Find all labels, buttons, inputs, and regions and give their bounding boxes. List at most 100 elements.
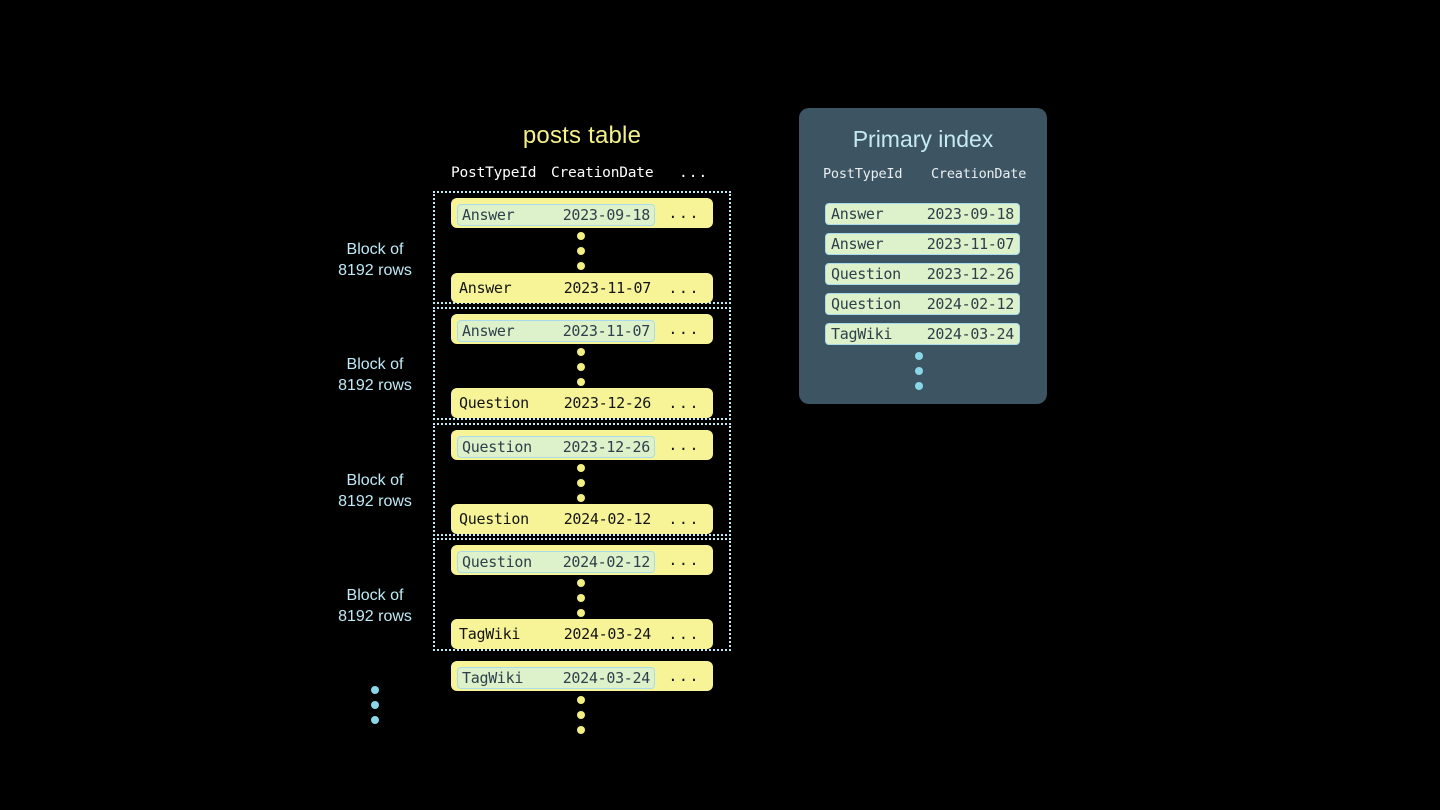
block-1-label-line1: Block of — [346, 241, 404, 258]
index-entry-3-creationdate: 2023-12-26 — [926, 265, 1015, 283]
posts-block-2-ellipsis — [577, 348, 587, 393]
posts-row-8-cells: TagWiki 2024-03-24 — [451, 619, 659, 649]
posts-row-7: Question 2024-02-12 ... — [451, 545, 713, 575]
index-entry-2-posttypeid: Answer — [831, 235, 884, 253]
block-2-label-line2: 8192 rows — [338, 377, 412, 394]
index-entry-5-creationdate: 2024-03-24 — [926, 325, 1015, 343]
posts-row-1: Answer 2023-09-18 ... — [451, 198, 713, 228]
posts-row-2-posttypeid: Answer — [459, 279, 512, 297]
posts-row-3: Answer 2023-11-07 ... — [451, 314, 713, 344]
posts-row-6-creationdate: 2024-02-12 — [563, 510, 652, 528]
block-1 — [433, 191, 731, 304]
index-entry-3-posttypeid: Question — [831, 265, 901, 283]
posts-block-4-ellipsis — [577, 579, 587, 624]
index-entry-4-creationdate: 2024-02-12 — [926, 295, 1015, 313]
block-1-label-line2: 8192 rows — [338, 262, 412, 279]
block-4-label-line2: 8192 rows — [338, 608, 412, 625]
posts-row-9-key-highlight: TagWiki 2024-03-24 — [457, 667, 655, 689]
column-header-ellipsis: ... — [679, 165, 709, 181]
posts-row-5-key-highlight: Question 2023-12-26 — [457, 436, 655, 458]
posts-row-7-creationdate: 2024-02-12 — [562, 553, 651, 571]
primary-index-panel: Primary index PostTypeId CreationDate — [799, 108, 1047, 404]
blocks-continuation-ellipsis — [371, 686, 381, 731]
posts-row-3-key-highlight: Answer 2023-11-07 — [457, 320, 655, 342]
posts-row-5-cells: Question 2023-12-26 — [451, 430, 655, 460]
index-entry-3: Question 2023-12-26 — [825, 263, 1020, 285]
posts-row-5: Question 2023-12-26 ... — [451, 430, 713, 460]
posts-row-4: Question 2023-12-26 ... — [451, 388, 713, 418]
primary-index-title: Primary index — [852, 126, 994, 152]
index-column-header-creationdate: CreationDate — [931, 166, 1027, 182]
posts-row-8-etc: ... — [668, 625, 700, 643]
posts-row-5-creationdate: 2023-12-26 — [562, 438, 651, 456]
posts-row-1-cells: Answer 2023-09-18 — [451, 198, 655, 228]
posts-block-3-ellipsis — [577, 464, 587, 509]
posts-table-title: posts table — [522, 122, 642, 149]
posts-row-6: Question 2024-02-12 ... — [451, 504, 713, 534]
posts-row-3-cells: Answer 2023-11-07 — [451, 314, 655, 344]
index-entry-1: Answer 2023-09-18 — [825, 203, 1020, 225]
index-column-header-posttypeid: PostTypeId — [823, 166, 903, 182]
posts-row-7-key-highlight: Question 2024-02-12 — [457, 551, 655, 573]
block-1-label: Block of 8192 rows — [300, 239, 450, 281]
block-3-label-line2: 8192 rows — [338, 493, 412, 510]
index-entry-5: TagWiki 2024-03-24 — [825, 323, 1020, 345]
index-entry-4: Question 2024-02-12 — [825, 293, 1020, 315]
block-2 — [433, 307, 731, 420]
posts-row-3-posttypeid: Answer — [462, 322, 515, 340]
column-header-posttypeid: PostTypeId — [451, 165, 537, 181]
block-3-label-line1: Block of — [346, 472, 404, 489]
posts-row-2-key: Answer 2023-11-07 — [451, 273, 659, 303]
posts-row-4-key: Question 2023-12-26 — [451, 388, 659, 418]
posts-row-7-cells: Question 2024-02-12 — [451, 545, 655, 575]
posts-row-1-creationdate: 2023-09-18 — [562, 206, 651, 224]
posts-row-7-etc: ... — [668, 551, 700, 569]
posts-row-9-creationdate: 2024-03-24 — [562, 669, 651, 687]
posts-row-6-posttypeid: Question — [459, 510, 529, 528]
posts-row-8-creationdate: 2024-03-24 — [563, 625, 652, 643]
block-2-label: Block of 8192 rows — [300, 354, 450, 396]
posts-row-8-posttypeid: TagWiki — [459, 625, 521, 643]
block-2-label-line1: Block of — [346, 356, 404, 373]
column-header-creationdate: CreationDate — [551, 165, 654, 181]
block-4-label: Block of 8192 rows — [300, 585, 450, 627]
posts-row-4-etc: ... — [668, 394, 700, 412]
posts-row-4-cells: Question 2023-12-26 — [451, 388, 659, 418]
posts-row-4-creationdate: 2023-12-26 — [563, 394, 652, 412]
posts-row-7-posttypeid: Question — [462, 553, 532, 571]
posts-row-9-posttypeid: TagWiki — [462, 669, 524, 687]
index-entry-4-posttypeid: Question — [831, 295, 901, 313]
primary-index-ellipsis — [915, 352, 925, 397]
posts-row-5-etc: ... — [668, 436, 700, 454]
posts-row-2-etc: ... — [668, 279, 700, 297]
posts-row-3-etc: ... — [668, 320, 700, 338]
posts-row-2-cells: Answer 2023-11-07 — [451, 273, 659, 303]
block-4 — [433, 538, 731, 651]
index-entry-5-posttypeid: TagWiki — [831, 325, 893, 343]
block-3-label: Block of 8192 rows — [300, 470, 450, 512]
block-3 — [433, 423, 731, 536]
posts-row-3-creationdate: 2023-11-07 — [562, 322, 651, 340]
posts-row-6-etc: ... — [668, 510, 700, 528]
posts-row-9-cells: TagWiki 2024-03-24 — [451, 661, 655, 691]
index-entry-2: Answer 2023-11-07 — [825, 233, 1020, 255]
posts-row-2-creationdate: 2023-11-07 — [563, 279, 652, 297]
posts-table-bottom-ellipsis — [577, 696, 587, 741]
posts-row-1-etc: ... — [668, 204, 700, 222]
posts-row-1-posttypeid: Answer — [462, 206, 515, 224]
posts-row-9: TagWiki 2024-03-24 ... — [451, 661, 713, 691]
posts-row-5-posttypeid: Question — [462, 438, 532, 456]
posts-block-1-ellipsis — [577, 232, 587, 277]
posts-row-6-key: Question 2024-02-12 — [451, 504, 659, 534]
block-4-label-line1: Block of — [346, 587, 404, 604]
index-entry-1-creationdate: 2023-09-18 — [926, 205, 1015, 223]
index-entry-2-creationdate: 2023-11-07 — [926, 235, 1015, 253]
posts-row-1-key-highlight: Answer 2023-09-18 — [457, 204, 655, 226]
posts-row-2: Answer 2023-11-07 ... — [451, 273, 713, 303]
posts-row-9-etc: ... — [668, 667, 700, 685]
posts-row-8: TagWiki 2024-03-24 ... — [451, 619, 713, 649]
primary-index-column-headers: PostTypeId CreationDate — [823, 166, 1027, 186]
posts-table-column-headers: PostTypeId CreationDate ... — [451, 165, 713, 185]
posts-row-6-cells: Question 2024-02-12 — [451, 504, 659, 534]
